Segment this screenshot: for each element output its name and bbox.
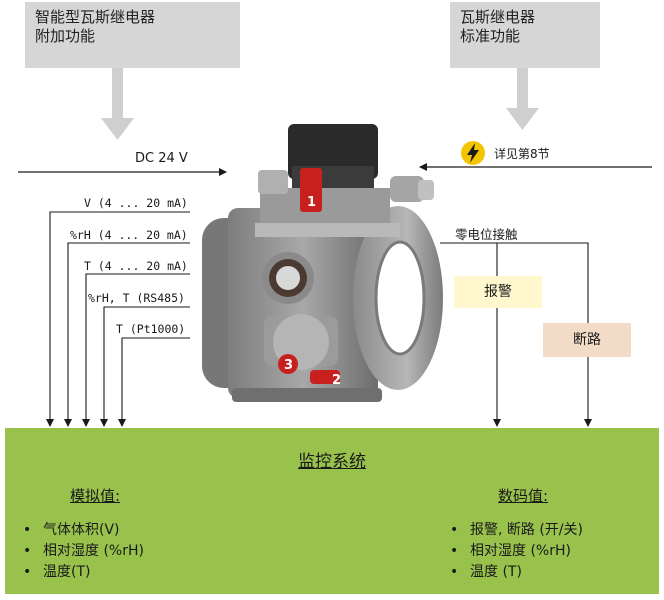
- signal-label-volume: V (4 ... 20 mA): [84, 196, 188, 210]
- signal-line-1: [46, 211, 190, 427]
- digital-values-title: 数码值:: [498, 487, 549, 505]
- smart-relay-subtitle: 附加功能: [35, 27, 96, 45]
- gray-arrow-left: [101, 68, 134, 140]
- signal-line-2: [64, 242, 190, 427]
- signal-label-pt1000: T (Pt1000): [116, 322, 186, 336]
- standard-relay-title: 瓦斯继电器: [460, 8, 536, 26]
- power-label: DC 24 V: [135, 151, 188, 166]
- zero-potential-contact-label: 零电位接触: [455, 227, 518, 242]
- monitoring-system-panel: 监控系统 模拟值: 数码值: 气体体积(V) 相对湿度 (%rH) 温度(T) …: [5, 428, 659, 594]
- gray-arrow-right: [506, 68, 539, 130]
- see-section-label: 详见第8节: [494, 147, 550, 161]
- signal-line-4: [100, 306, 190, 427]
- list-item: 报警, 断路 (开/关): [450, 520, 583, 541]
- contact-line-break: [440, 242, 592, 427]
- signal-line-5: [118, 337, 190, 427]
- marker-1: 1: [307, 195, 316, 210]
- gas-relay-device-image: 1 2 3: [202, 124, 443, 402]
- signal-label-rs485: %rH, T (RS485): [88, 291, 185, 305]
- alarm-box: 报警: [454, 276, 542, 308]
- list-item: 温度 (T): [450, 562, 583, 583]
- signal-line-3: [82, 273, 190, 427]
- marker-3: 3: [284, 358, 293, 373]
- lightning-icon: [461, 141, 485, 165]
- standard-relay-functions-box: 瓦斯继电器 标准功能: [450, 2, 600, 68]
- analog-values-list: 气体体积(V) 相对湿度 (%rH) 温度(T): [23, 520, 144, 583]
- marker-2: 2: [332, 373, 341, 388]
- smart-relay-functions-box: 智能型瓦斯继电器 附加功能: [25, 2, 240, 68]
- digital-values-list: 报警, 断路 (开/关) 相对湿度 (%rH) 温度 (T): [450, 520, 583, 583]
- analog-values-title: 模拟值:: [70, 487, 121, 505]
- standard-relay-subtitle: 标准功能: [460, 27, 521, 45]
- monitoring-system-title: 监控系统: [298, 452, 366, 472]
- list-item: 温度(T): [23, 562, 144, 583]
- list-item: 相对湿度 (%rH): [23, 541, 144, 562]
- signal-label-temp-ma: T (4 ... 20 mA): [84, 259, 188, 273]
- break-box: 断路: [543, 323, 631, 357]
- signal-label-humidity-ma: %rH (4 ... 20 mA): [70, 228, 188, 242]
- list-item: 相对湿度 (%rH): [450, 541, 583, 562]
- list-item: 气体体积(V): [23, 520, 144, 541]
- smart-relay-title: 智能型瓦斯继电器: [35, 8, 156, 26]
